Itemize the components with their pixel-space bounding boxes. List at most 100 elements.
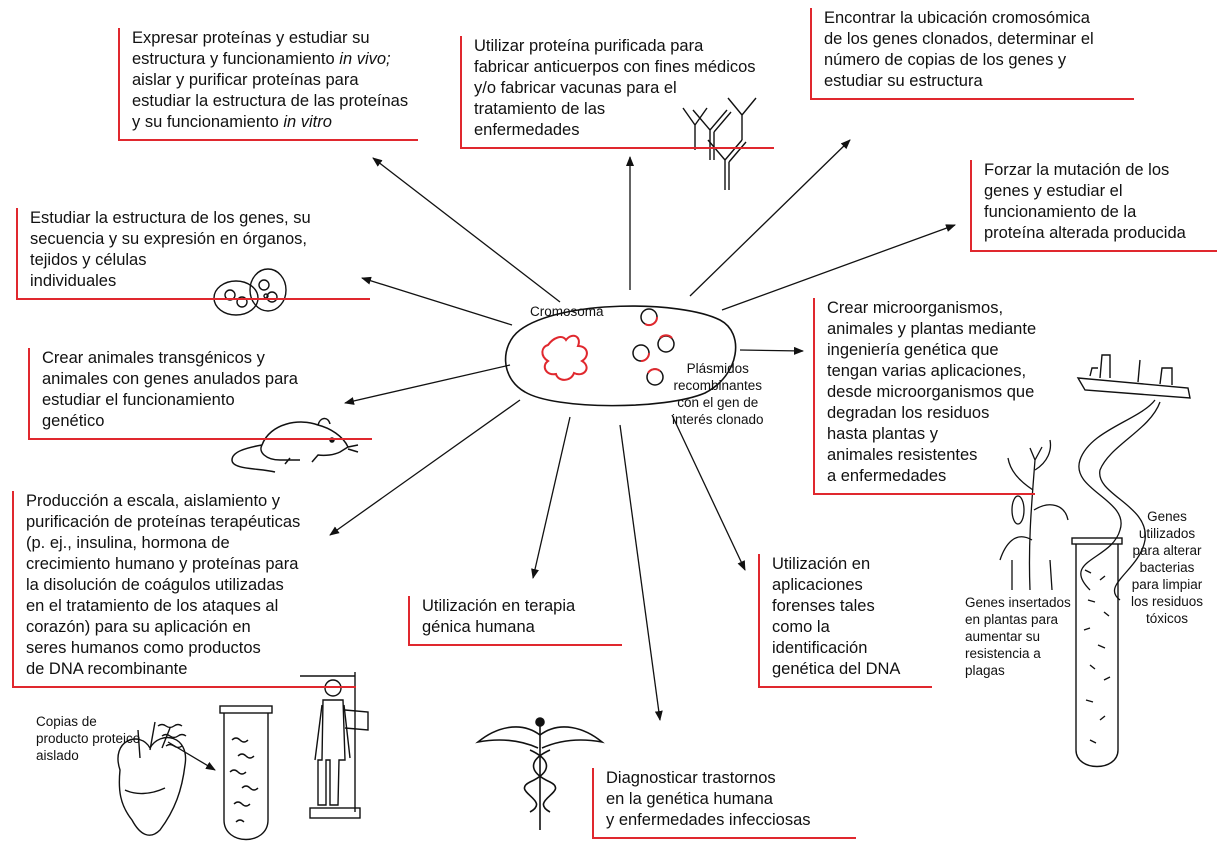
box-line: estudiar el funcionamiento bbox=[42, 391, 235, 409]
box-line: a enfermedades bbox=[827, 467, 947, 485]
arrow-to-forensic bbox=[671, 414, 746, 571]
box-text-italic: in vivo; bbox=[339, 50, 391, 68]
box-line: degradan los residuos bbox=[827, 404, 990, 422]
box-line: fabricar anticuerpos con fines médicos bbox=[474, 58, 756, 76]
bacteria-tube-icon bbox=[1071, 537, 1123, 768]
box-text: y su funcionamiento bbox=[132, 113, 284, 131]
caption-line: para limpiar bbox=[1131, 577, 1203, 592]
box-gene-therapy: Utilización en terapia génica humana bbox=[408, 596, 622, 646]
arrow-to-chromosomal bbox=[689, 139, 851, 297]
chromosome-icon bbox=[541, 334, 588, 381]
caption-line: los residuos bbox=[1130, 594, 1204, 609]
box-line: tratamiento de las bbox=[474, 100, 606, 118]
box-line: animales y plantas mediante bbox=[827, 320, 1037, 338]
caption-line: plagas bbox=[965, 663, 1005, 678]
caption-protein-copies: Copias de producto proteico aislado bbox=[36, 713, 140, 764]
caption-line: aislado bbox=[36, 748, 79, 763]
box-line: la disolución de coágulos utilizadas bbox=[26, 576, 284, 594]
caption-line: tóxicos bbox=[1145, 611, 1189, 626]
box-line: crecimiento humano y proteínas para bbox=[26, 555, 299, 573]
box-line: génica humana bbox=[422, 618, 535, 636]
box-line: Diagnosticar trastornos bbox=[606, 769, 776, 787]
caption-bacteria-genes: Genes utilizados para alterar bacterias … bbox=[1120, 508, 1214, 627]
bacterial-cell bbox=[504, 305, 737, 407]
box-line: hasta plantas y bbox=[827, 425, 938, 443]
box-line: secuencia y su expresión en órganos, bbox=[30, 230, 308, 248]
caption-plant-genes: Genes insertados en plantas para aumenta… bbox=[965, 594, 1071, 679]
box-line: genética del DNA bbox=[772, 660, 901, 678]
box-line: identificación bbox=[772, 639, 868, 657]
plasmid-label: Plásmidos recombinantes con el gen de in… bbox=[672, 360, 764, 428]
arrows bbox=[167, 139, 956, 771]
arrow-to-transgenic bbox=[344, 364, 511, 405]
box-mutation: Forzar la mutación de los genes y estudi… bbox=[970, 160, 1217, 252]
box-line: número de copias de los genes y bbox=[824, 51, 1067, 69]
plasmid-label-line: recombinantes bbox=[673, 378, 763, 393]
box-line: (p. ej., insulina, hormona de bbox=[26, 534, 230, 552]
box-line: Producción a escala, aislamiento y bbox=[26, 492, 281, 510]
box-line: y su funcionamiento in vitro bbox=[132, 112, 418, 133]
caption-line: bacterias bbox=[1139, 560, 1195, 575]
box-line: proteína alterada producida bbox=[984, 224, 1186, 242]
box-line: enfermedades bbox=[474, 121, 580, 139]
box-line: Crear microorganismos, bbox=[827, 299, 1004, 317]
protein-tube-icon bbox=[219, 705, 273, 841]
caption-line: Genes insertados bbox=[965, 595, 1071, 610]
box-text-italic: in vitro bbox=[283, 113, 332, 131]
box-line: aislar y purificar proteínas para bbox=[132, 71, 359, 89]
box-line: individuales bbox=[30, 272, 117, 290]
box-line: animales con genes anulados para bbox=[42, 370, 298, 388]
box-antibodies: Utilizar proteína purificada para fabric… bbox=[460, 36, 774, 149]
box-line: estructura y funcionamiento in vivo; bbox=[132, 49, 418, 70]
box-forensic: Utilización en aplicaciones forenses tal… bbox=[758, 554, 932, 688]
box-line: y enfermedades infecciosas bbox=[606, 811, 811, 829]
plasmid-icon bbox=[632, 344, 650, 362]
box-line: Crear animales transgénicos y bbox=[42, 349, 265, 367]
plasmid-label-line: interés clonado bbox=[672, 412, 764, 427]
box-line: y/o fabricar vacunas para el bbox=[474, 79, 677, 97]
box-line: purificación de proteínas terapéuticas bbox=[26, 513, 301, 531]
arrow-to-therapeutic bbox=[329, 399, 521, 536]
caption-line: en plantas para bbox=[965, 612, 1059, 627]
arrow-to-diagnosis bbox=[619, 424, 663, 721]
plasmid-icon bbox=[640, 308, 659, 327]
box-line: de los genes clonados, determinar el bbox=[824, 30, 1094, 48]
box-line: en la genética humana bbox=[606, 790, 773, 808]
box-line: ingeniería genética que bbox=[827, 341, 999, 359]
box-line: funcionamiento de la bbox=[984, 203, 1137, 221]
box-line: forenses tales bbox=[772, 597, 875, 615]
box-line: tejidos y células bbox=[30, 251, 147, 269]
caption-line: Copias de bbox=[36, 714, 97, 729]
river-icon bbox=[1078, 399, 1161, 601]
caduceus-icon bbox=[475, 717, 605, 830]
caption-line: utilizados bbox=[1138, 526, 1196, 541]
person-scale-icon bbox=[300, 672, 369, 819]
box-line: estudiar su estructura bbox=[824, 72, 983, 90]
plasmid-icon bbox=[657, 334, 675, 353]
chromosome-label-text: Cromosoma bbox=[530, 304, 604, 319]
protein-squiggles-icon bbox=[157, 723, 187, 749]
antibody-icon bbox=[682, 97, 757, 190]
arrow-to-gene-structure bbox=[361, 276, 513, 326]
ship-icon bbox=[1076, 354, 1191, 399]
box-microorganisms: Crear microorganismos, animales y planta… bbox=[813, 298, 1037, 495]
box-line: como la bbox=[772, 618, 830, 636]
box-line: de DNA recombinante bbox=[26, 660, 188, 678]
cell-membrane bbox=[504, 305, 737, 407]
box-line: Expresar proteínas y estudiar su bbox=[132, 29, 370, 47]
box-diagnosis: Diagnosticar trastornos en la genética h… bbox=[592, 768, 856, 839]
box-line: estudiar la estructura de las proteínas bbox=[132, 92, 409, 110]
box-line: genes y estudiar el bbox=[984, 182, 1123, 200]
box-line: corazón) para su aplicación en bbox=[26, 618, 251, 636]
corn-plant-icon bbox=[999, 439, 1069, 591]
box-therapeutic: Producción a escala, aislamiento y purif… bbox=[12, 491, 356, 688]
box-line: Forzar la mutación de los bbox=[984, 161, 1170, 179]
box-line: en el tratamiento de los ataques al bbox=[26, 597, 279, 615]
box-gene-structure: Estudiar la estructura de los genes, su … bbox=[16, 208, 370, 300]
box-text: estructura y funcionamiento bbox=[132, 50, 340, 68]
heart-icon bbox=[117, 721, 187, 836]
box-line: Estudiar la estructura de los genes, su bbox=[30, 209, 311, 227]
box-chromosomal: Encontrar la ubicación cromosómica de lo… bbox=[810, 8, 1134, 100]
arrow-to-proteins bbox=[372, 157, 561, 303]
